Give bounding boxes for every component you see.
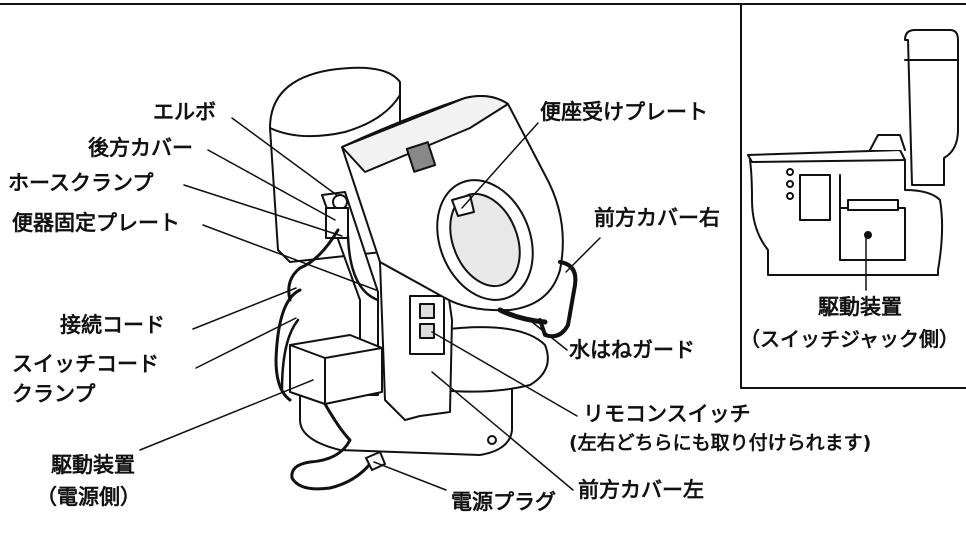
label-hose-clamp: ホースクランプ — [8, 171, 154, 195]
label-drive-power: 駆動装置 — [51, 453, 135, 477]
splash-guard — [497, 307, 548, 325]
label-elbow: エルボ — [153, 100, 216, 124]
label-switch-cord-clamp-2: クランプ — [12, 382, 96, 406]
elbow — [332, 194, 348, 210]
label-inset-drive-sub: （スイッチジャック側） — [740, 327, 959, 351]
label-drive-power-sub: （電源側） — [36, 485, 141, 509]
power-plug — [365, 451, 386, 471]
label-front-cover-right: 前方カバー右 — [594, 206, 720, 230]
label-rear-cover: 後方カバー — [88, 136, 193, 160]
main-illustration — [269, 66, 578, 491]
label-switch-cord-clamp: スイッチコード — [12, 352, 159, 376]
label-connection-cord: 接続コード — [60, 313, 165, 337]
label-remote-switch: リモコンスイッチ — [583, 402, 751, 426]
inset-tank — [904, 29, 959, 186]
front-cover-right — [538, 260, 578, 339]
power-cord — [290, 402, 372, 491]
label-splash-guard: 水はねガード — [569, 338, 695, 362]
label-bowl-fix-plate: 便器固定プレート — [12, 211, 180, 235]
label-seat-plate: 便座受けプレート — [540, 100, 708, 124]
inset-drive-unit — [839, 207, 906, 261]
label-remote-switch-note: (左右どちらにも取り付けられます) — [569, 432, 872, 454]
label-front-cover-left: 前方カバー左 — [578, 478, 704, 502]
leader-lines — [139, 117, 601, 491]
drive-unit-power — [289, 334, 383, 405]
inset-panel — [740, 3, 966, 389]
label-inset-drive: 駆動装置 — [818, 295, 902, 319]
label-power-plug: 電源プラグ — [451, 490, 556, 514]
